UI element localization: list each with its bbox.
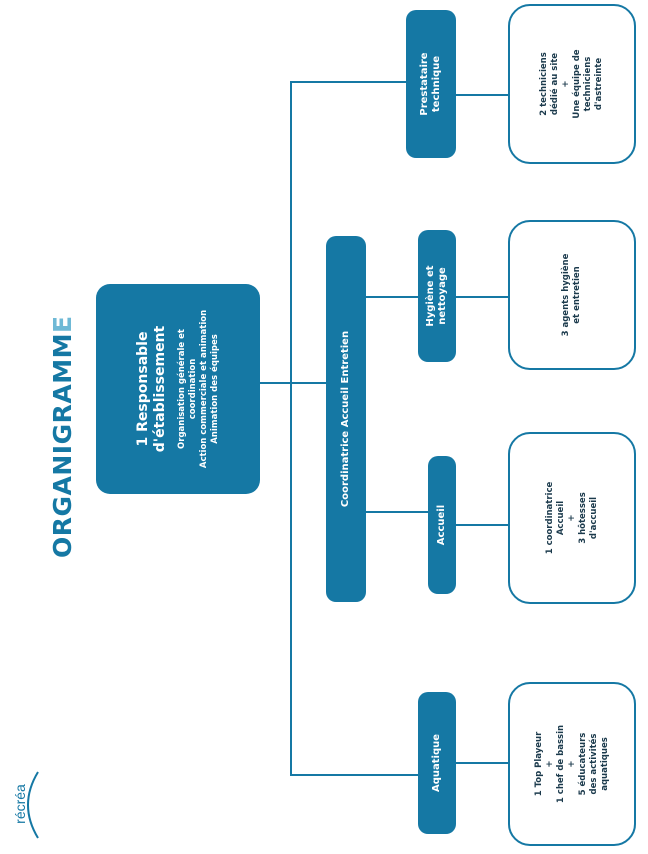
detail-line: 1 Top Playeur xyxy=(533,731,544,797)
dept-label-2: nettoyage xyxy=(437,267,448,325)
detail-line: des activités xyxy=(588,733,599,795)
detail-line: 2 techniciens xyxy=(539,52,549,116)
title-last-letter: E xyxy=(48,315,77,334)
detail-line: 1 chef de bassin xyxy=(555,724,566,804)
detail-line: + xyxy=(566,760,577,768)
connector-dept4-detail xyxy=(456,94,508,96)
page-title: ORGANIGRAMME xyxy=(48,315,77,558)
connector-trunk-horizontal xyxy=(290,82,292,776)
connector-dept3-detail xyxy=(456,296,508,298)
detail-box-prestataire: 2 techniciens dédié au site + Une équipe… xyxy=(508,4,636,164)
dept-label-2: technique xyxy=(431,55,442,113)
detail-box-hygiene: 3 agents hygiène et entretien xyxy=(508,220,636,370)
connector-coord-hygiene xyxy=(366,296,418,298)
detail-line: + xyxy=(566,514,577,522)
dept-label-1: Prestataire xyxy=(419,52,430,116)
detail-box-aquatique: 1 Top Playeur + 1 chef de bassin + 5 édu… xyxy=(508,682,636,846)
dept-label-1: Hygiène et xyxy=(425,265,436,327)
responsable-line-4: Animation des équipes xyxy=(210,334,220,444)
detail-line: + xyxy=(561,80,571,88)
dept-box-prestataire: Prestataire technique xyxy=(406,10,456,158)
detail-box-accueil: 1 coordinatrice Accueil + 3 hôtesses d'a… xyxy=(508,432,636,604)
responsable-heading-2: d'établissement xyxy=(152,325,168,453)
detail-line: aquatiques xyxy=(599,737,610,791)
dept-label: Aquatique xyxy=(431,733,442,793)
responsable-line-2: coordination xyxy=(188,358,198,420)
dept-box-hygiene: Hygiène et nettoyage xyxy=(418,230,456,362)
detail-line: 5 éducateurs xyxy=(577,732,588,796)
responsable-line-1: Organisation générale et xyxy=(177,329,187,449)
detail-line: d'accueil xyxy=(588,496,599,540)
coordinatrice-box: Coordinatrice Accueil Entretien xyxy=(326,236,366,602)
responsable-heading-1: 1 Responsable xyxy=(135,331,151,447)
dept-box-aquatique: Aquatique xyxy=(418,692,456,834)
detail-line: + xyxy=(544,760,555,768)
detail-line: Une équipe de xyxy=(572,49,582,119)
detail-line: Accueil xyxy=(555,500,566,536)
detail-line: 1 coordinatrice xyxy=(544,481,555,555)
dept-label: Accueil xyxy=(436,504,447,546)
connector-aquatique-drop xyxy=(290,774,418,776)
logo-mark xyxy=(27,771,39,839)
connector-coord-accueil xyxy=(366,511,428,513)
detail-line: 3 hôtesses xyxy=(577,492,588,544)
recrea-logo: récréa xyxy=(8,766,46,844)
detail-line: et entretien xyxy=(572,266,582,324)
detail-line: d'astreinte xyxy=(594,57,604,111)
responsable-line-3: Action commerciale et animation xyxy=(199,309,209,469)
connector-dept2-detail xyxy=(456,524,508,526)
coordinatrice-label: Coordinatrice Accueil Entretien xyxy=(340,330,351,508)
detail-line: 3 agents hygiène xyxy=(561,253,571,337)
dept-box-accueil: Accueil xyxy=(428,456,456,594)
connector-dept1-detail xyxy=(456,762,508,764)
detail-line: techniciens xyxy=(583,56,593,112)
title-main: ORGANIGRAMM xyxy=(48,333,77,558)
responsable-box: 1 Responsable d'établissement Organisati… xyxy=(96,284,260,494)
detail-line: dédié au site xyxy=(550,52,560,116)
connector-prestataire-drop xyxy=(290,81,406,83)
